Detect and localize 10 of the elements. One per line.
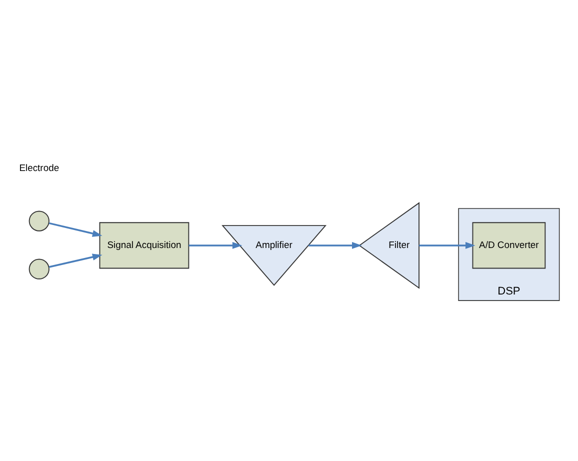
- node-box: Signal Acquisition: [99, 222, 190, 269]
- node-circle: [28, 258, 50, 280]
- arrow: [419, 242, 476, 249]
- arrow: [308, 242, 362, 249]
- arrow: [48, 254, 102, 268]
- arrow: [188, 242, 242, 249]
- node-circle: [28, 210, 50, 232]
- label: Electrode: [19, 162, 60, 174]
- arrow: [48, 222, 102, 237]
- node-box: A/D Converter: [472, 222, 546, 269]
